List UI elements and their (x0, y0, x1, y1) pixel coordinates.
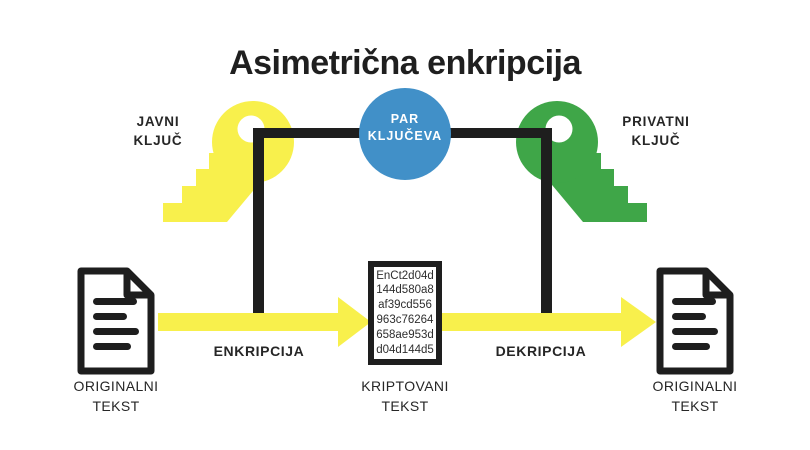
encrypted-text-box: EnCt2d04d 144d580a8 af39cd556 963c76264 … (368, 261, 442, 365)
private-key-icon (516, 101, 647, 222)
original-text-left-label: ORIGINALNI TEKST (73, 378, 159, 414)
cipher-line: EnCt2d04d (376, 269, 434, 282)
encryption-label: ENKRIPCIJA (213, 343, 305, 359)
encryption-arrow (158, 313, 338, 331)
original-text-left-document-icon (77, 267, 155, 375)
cipher-line: 963c76264 (376, 314, 434, 326)
cipher-line: af39cd556 (378, 299, 432, 312)
cipher-line: 658ae953d (376, 328, 434, 341)
encryption-arrow-head-icon (338, 297, 371, 347)
cipher-line: d04d144d5 (376, 343, 434, 356)
key-pair-label-line2: KLJUČEVA (367, 129, 443, 143)
encrypted-text-label: KRIPTOVANI TEKST (361, 378, 449, 414)
original-text-right-document-icon (656, 267, 734, 375)
connector-right-vertical-line (541, 128, 552, 314)
decryption-arrow (442, 313, 621, 331)
key-pair-label-line1: PAR (390, 112, 420, 126)
cipher-line: 144d580a8 (376, 284, 434, 297)
decryption-label: DEKRIPCIJA (495, 343, 587, 359)
connector-left-vertical-line (253, 128, 264, 314)
key-pair-node: PAR KLJUČEVA (359, 88, 451, 180)
original-text-right-label: ORIGINALNI TEKST (652, 378, 738, 414)
private-key-label: PRIVATNI KLJUČ (622, 114, 690, 148)
decryption-arrow-head-icon (621, 297, 656, 347)
public-key-label: JAVNI KLJUČ (133, 114, 183, 148)
diagram-title: Asimetrična enkripcija (229, 44, 581, 82)
